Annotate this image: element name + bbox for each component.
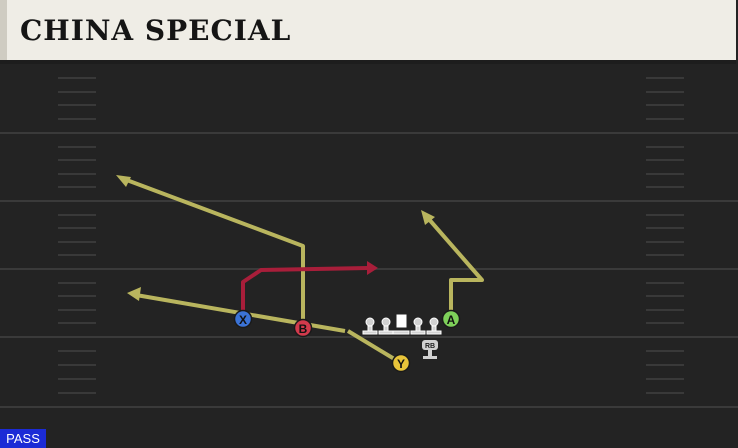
route-x-hot [241, 261, 378, 319]
center-icon [392, 314, 410, 335]
play-type-label: PASS [6, 431, 40, 446]
receiver-x[interactable]: X [233, 309, 253, 329]
svg-text:X: X [239, 313, 247, 327]
receiver-a[interactable]: A [441, 309, 461, 329]
receiver-b[interactable]: B [293, 318, 313, 338]
play-title: CHINA SPECIAL [20, 14, 292, 47]
header-accent [0, 0, 7, 60]
play-header: CHINA SPECIAL [0, 0, 736, 64]
lineman-icon [426, 317, 442, 335]
svg-text:B: B [299, 322, 308, 336]
lineman-icon [362, 317, 378, 335]
play-diagram-field: RB X B A Y [0, 64, 738, 448]
route-b-deep [116, 175, 305, 328]
rb-label: RB [425, 343, 435, 350]
svg-text:Y: Y [397, 357, 405, 371]
lineman-icon [410, 317, 426, 335]
receiver-y[interactable]: Y [391, 353, 411, 373]
offensive-line [362, 314, 442, 335]
route-a [421, 210, 484, 319]
svg-text:A: A [447, 313, 456, 327]
hash-marks [58, 77, 684, 394]
route-y [346, 329, 403, 365]
running-back-marker: RB [422, 340, 438, 359]
play-type-badge: PASS [0, 429, 46, 448]
